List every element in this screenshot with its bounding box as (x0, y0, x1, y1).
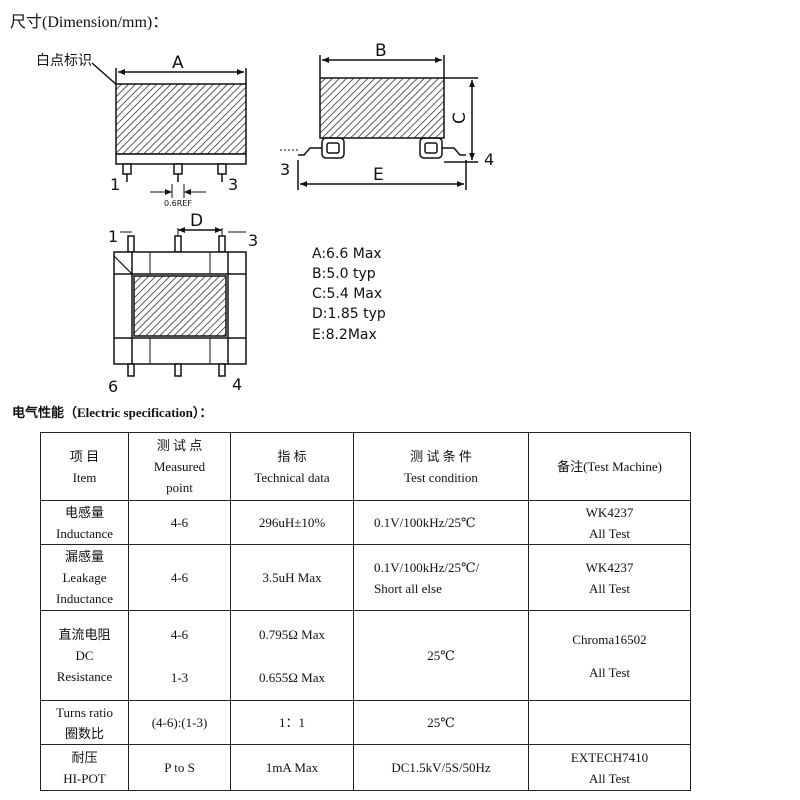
white-dot-label: 白点标识 (36, 53, 92, 69)
label-B: B (375, 41, 387, 61)
cell-condition: DC1.5kV/5S/50Hz (353, 744, 529, 791)
cell-technical: 1mA Max (230, 744, 354, 791)
bottom-view: D 1 3 6 4 (108, 211, 258, 396)
spec-c: C:5.4 Max (312, 286, 383, 302)
label-C: C (450, 112, 470, 124)
spec-e: E:8.2Max (312, 327, 377, 343)
cell-technical: 3.5uH Max (230, 544, 354, 611)
dimension-title: 尺寸(Dimension/mm)： (10, 14, 169, 31)
front-pin-3: 3 (228, 175, 238, 194)
label-A: A (172, 53, 184, 73)
cell-condition: 0.1V/100kHz/25℃/Short all else (353, 544, 529, 611)
cell-machine (528, 700, 691, 745)
spec-d: D:1.85 typ (312, 306, 386, 322)
cell-condition: 0.1V/100kHz/25℃ (353, 500, 529, 545)
cell-point: P to S (128, 744, 231, 791)
cell-point: (4-6):(1-3) (128, 700, 231, 745)
cell-technical: 1：1 (230, 700, 354, 745)
label-D: D (190, 211, 203, 231)
cell-point: 4-6 (128, 544, 231, 611)
cell-technical: 296uH±10% (230, 500, 354, 545)
pitch-ref-label: 0.6REF (164, 199, 192, 208)
label-E: E (373, 165, 384, 185)
header-machine: 备注(Test Machine) (528, 432, 691, 501)
side-pin-4: 4 (484, 150, 494, 169)
side-view: B C E 3 4 (280, 41, 494, 190)
cell-condition: 25℃ (353, 700, 529, 745)
bottom-pin-4: 4 (232, 375, 242, 394)
bottom-pin-3: 3 (248, 231, 258, 250)
electric-spec-title: 电气性能（Electric specification）： (12, 405, 213, 420)
spec-a: A:6.6 Max (312, 246, 382, 262)
cell-condition: 25℃ (353, 610, 529, 701)
spec-b: B:5.0 typ (312, 266, 376, 282)
side-pin-3: 3 (280, 160, 290, 179)
front-pin-1: 1 (110, 175, 120, 194)
bottom-pin-6: 6 (108, 377, 118, 396)
bottom-pin-1: 1 (108, 227, 118, 246)
dimension-drawing: 白点标识 A 0.6REF 1 3 B C (36, 41, 494, 396)
cell-point: 4-6 (128, 500, 231, 545)
front-view: 白点标识 A 0.6REF 1 3 (36, 53, 247, 208)
